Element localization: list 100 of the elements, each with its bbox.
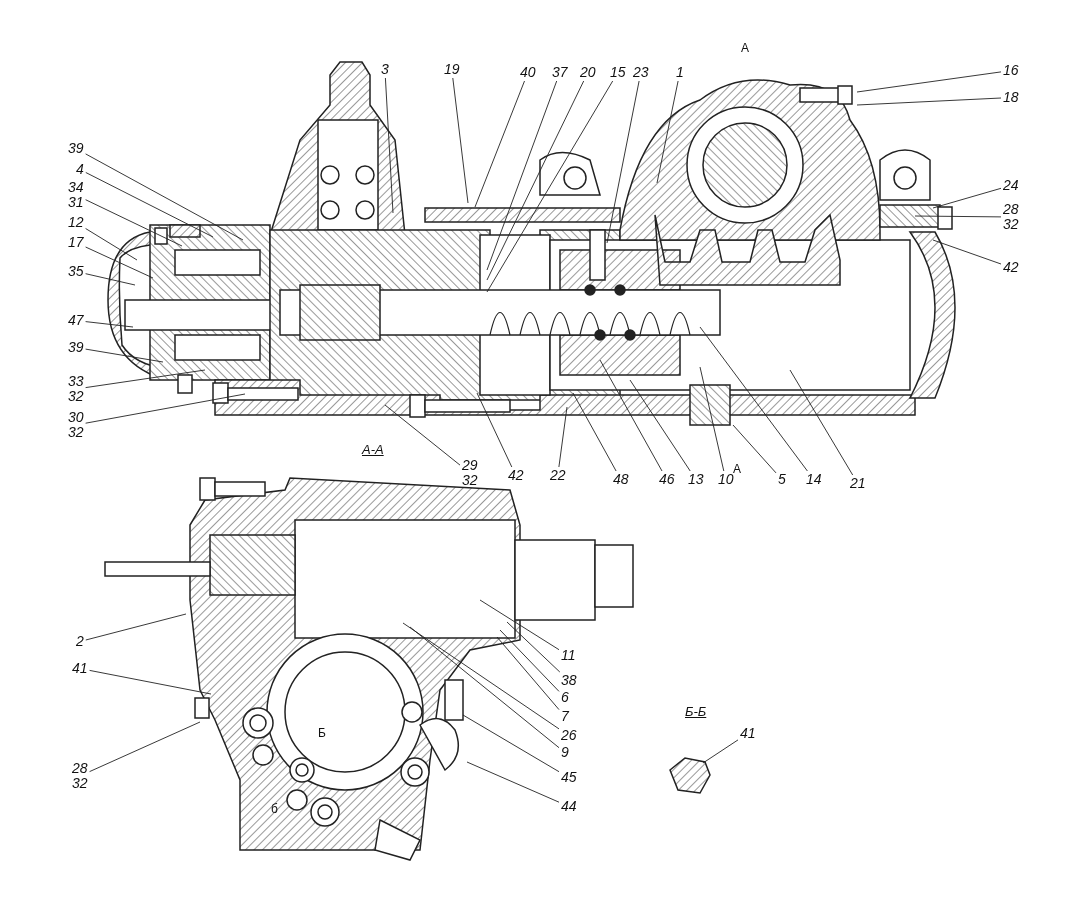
leader-line (856, 97, 1002, 106)
leader-line (85, 228, 138, 261)
callout-number: 32 (72, 776, 88, 791)
callout-number: 13 (688, 472, 704, 487)
callout-number: 39 (68, 141, 84, 156)
leader-line (914, 215, 1002, 218)
leader-line (702, 739, 739, 764)
leader-line (85, 172, 214, 238)
leader-line (89, 721, 201, 773)
callout-number: 30 (68, 410, 84, 425)
callout-number: 19 (444, 62, 460, 77)
leader-line (474, 80, 525, 208)
leader-line (486, 80, 614, 293)
section-title: А-А (362, 443, 384, 456)
callout-number: 28 (1003, 202, 1019, 217)
callout-number: 45 (561, 770, 577, 785)
leader-line (506, 621, 561, 673)
callout-number: 32 (68, 389, 84, 404)
callout-number: 39 (68, 340, 84, 355)
callout-number: 1 (676, 65, 684, 80)
callout-number: 9 (561, 745, 569, 760)
leader-line (462, 714, 560, 773)
callout-number: 28 (72, 761, 88, 776)
leader-line (496, 636, 560, 711)
callout-number: 32 (68, 425, 84, 440)
leader-line (452, 77, 469, 204)
callout-number: 22 (550, 468, 566, 483)
leader-line (572, 392, 617, 472)
callout-number: 29 (462, 458, 478, 473)
callout-number: 24 (1003, 178, 1019, 193)
section-mark-letter: Б (318, 727, 326, 740)
section-mark-letter: А (741, 42, 749, 55)
callout-number: 2 (76, 634, 84, 649)
leader-line (856, 71, 1002, 93)
callout-number: 26 (561, 728, 577, 743)
callout-number: 17 (68, 235, 84, 250)
callout-number: 4 (76, 162, 84, 177)
leader-line (629, 379, 691, 472)
callout-number: 44 (561, 799, 577, 814)
leader-line (409, 626, 560, 749)
callout-number: 32 (462, 473, 478, 488)
callout-number: 46 (659, 472, 675, 487)
leader-line (85, 199, 183, 247)
leader-line (85, 153, 244, 241)
leader-line (85, 613, 187, 641)
callout-number: 35 (68, 264, 84, 279)
callout-number: 18 (1003, 90, 1019, 105)
callout-number: 42 (1003, 260, 1019, 275)
leader-line (656, 80, 679, 184)
leader-line (599, 359, 663, 472)
callout-number: 41 (740, 726, 756, 741)
leader-line (732, 424, 777, 474)
leader-line (384, 77, 394, 214)
leader-line (85, 246, 154, 279)
callout-number: 40 (520, 65, 536, 80)
callout-number: 47 (68, 313, 84, 328)
callout-number: 7 (561, 709, 569, 724)
section-title: Б-Б (685, 705, 707, 718)
callout-number: 15 (610, 65, 626, 80)
section-mark-letter: А (733, 463, 741, 476)
leader-line (85, 273, 136, 286)
callout-number: 21 (850, 476, 866, 491)
callout-number: 20 (580, 65, 596, 80)
callout-number: 6 (561, 690, 569, 705)
callout-number: 32 (1003, 217, 1019, 232)
callout-number: 33 (68, 374, 84, 389)
callout-number: 37 (552, 65, 568, 80)
callout-number: 16 (1003, 63, 1019, 78)
leader-line (486, 80, 558, 271)
callout-number: 31 (68, 195, 84, 210)
leader-line (558, 406, 568, 468)
leader-line (699, 326, 808, 472)
leader-line (932, 187, 1002, 209)
leader-line (85, 321, 134, 328)
section-mark-letter: б (271, 803, 278, 816)
leader-line (466, 761, 560, 803)
callout-number: 34 (68, 180, 84, 195)
leader-line (85, 348, 164, 363)
callout-number: 38 (561, 673, 577, 688)
leader-line (789, 369, 854, 476)
callout-number: 48 (613, 472, 629, 487)
leader-line (384, 404, 461, 466)
callout-number: 42 (508, 468, 524, 483)
leader-line (476, 392, 513, 468)
callout-number: 14 (806, 472, 822, 487)
leader-line (85, 393, 246, 424)
leader-line (699, 366, 725, 472)
leader-line (486, 80, 585, 281)
leader-line (932, 239, 1002, 265)
leader-line (606, 80, 640, 244)
callout-number: 41 (72, 661, 88, 676)
callout-number: 11 (561, 648, 576, 663)
leader-line (85, 369, 206, 389)
callout-number: 3 (381, 62, 389, 77)
callout-number: 12 (68, 215, 84, 230)
leader-line (89, 669, 212, 695)
callout-number: 10 (718, 472, 734, 487)
leader-line (499, 629, 560, 692)
leader-line (402, 622, 560, 730)
leader-line (479, 599, 560, 651)
